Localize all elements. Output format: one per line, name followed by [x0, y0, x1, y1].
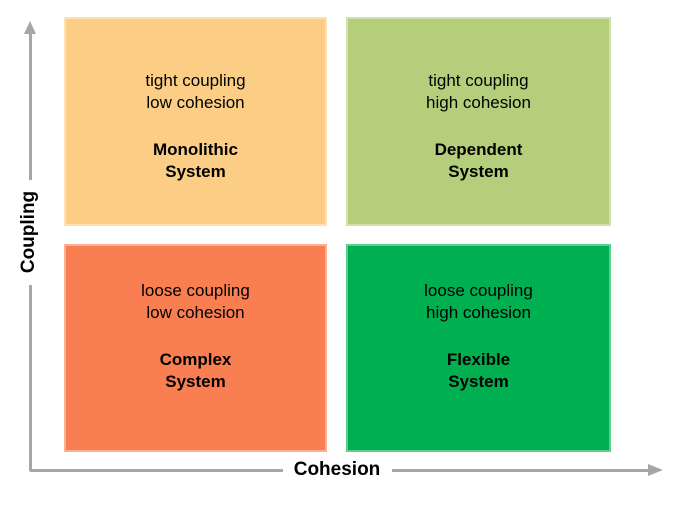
- x-axis-label: Cohesion: [293, 459, 381, 480]
- x-axis-arrow-right-icon: [648, 464, 663, 476]
- quadrant-monolithic-system: tight coupling low cohesion Monolithic S…: [64, 17, 327, 226]
- quadrant-desc-line: loose coupling: [141, 280, 250, 300]
- x-axis-line-left-segment: [30, 469, 283, 472]
- quadrant-name-line: Flexible: [446, 349, 511, 369]
- quadrant-name-line: Complex: [159, 349, 232, 369]
- quadrant-text-block: tight coupling low cohesion Monolithic S…: [145, 70, 245, 183]
- y-axis-line-lower-segment: [29, 285, 32, 471]
- quadrant-flexible-system: loose coupling high cohesion Flexible Sy…: [346, 244, 611, 452]
- quadrant-desc-line: tight coupling: [145, 71, 246, 90]
- quadrant-desc-line: tight coupling: [428, 71, 529, 90]
- y-axis-line-upper-segment: [29, 32, 32, 180]
- quadrant-text-block: tight coupling high cohesion Dependent S…: [426, 70, 531, 183]
- y-axis-label: Coupling: [18, 190, 39, 274]
- quadrant-desc-line: loose coupling: [424, 280, 533, 300]
- quadrant-desc-line: high cohesion: [426, 93, 531, 112]
- quadrant-name-line: System: [448, 162, 509, 181]
- quadrant-name-line: System: [165, 371, 226, 391]
- quadrant-dependent-system: tight coupling high cohesion Dependent S…: [346, 17, 611, 226]
- quadrant-text-block: loose coupling low cohesion Complex Syst…: [141, 280, 250, 393]
- quadrant-desc-line: low cohesion: [146, 93, 245, 112]
- quadrant-name-line: Dependent: [434, 140, 523, 159]
- y-axis-arrow-up-icon: [24, 21, 36, 34]
- quadrant-name-line: Monolithic: [153, 140, 238, 159]
- quadrant-complex-system: loose coupling low cohesion Complex Syst…: [64, 244, 327, 452]
- quadrant-desc-line: low cohesion: [146, 302, 245, 322]
- quadrant-desc-line: high cohesion: [426, 302, 531, 322]
- quadrant-name-line: System: [448, 371, 509, 391]
- quadrant-text-block: loose coupling high cohesion Flexible Sy…: [424, 280, 533, 393]
- quadrant-name-line: System: [165, 162, 226, 181]
- x-axis-line-right-segment: [392, 469, 648, 472]
